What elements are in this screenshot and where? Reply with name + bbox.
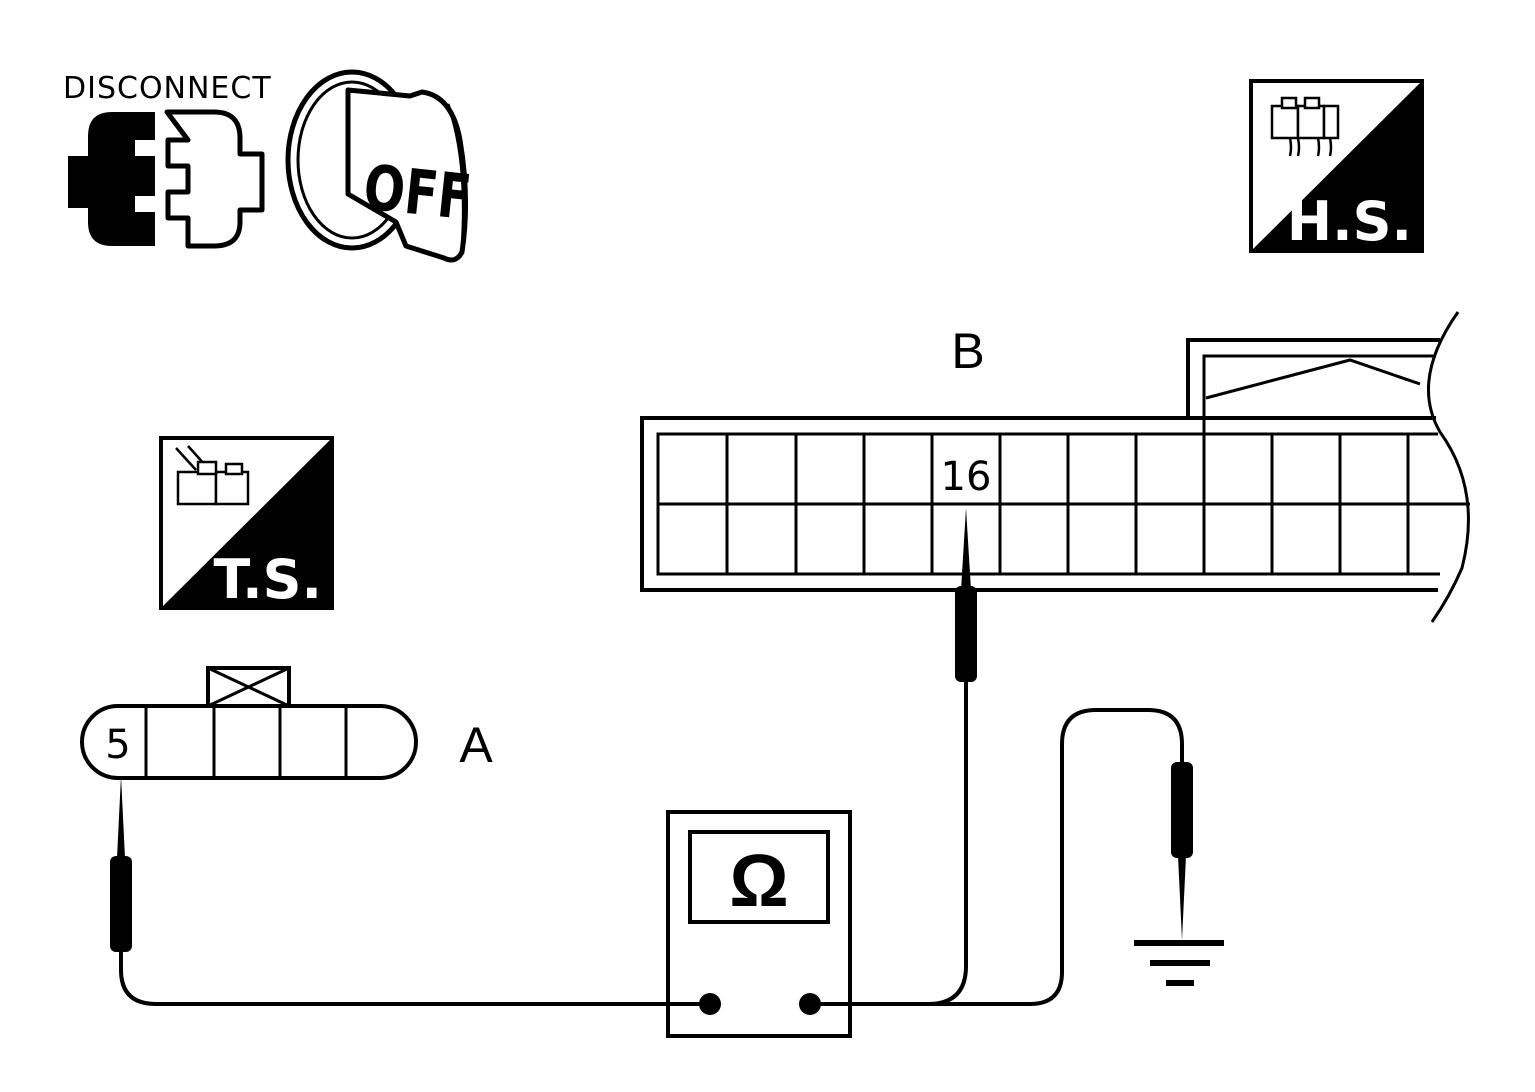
probe-leads bbox=[119, 678, 1184, 1006]
connector-b-label: B bbox=[951, 323, 984, 379]
lead-ground bbox=[898, 708, 1184, 1006]
connector-a-terminal-number: 5 bbox=[105, 722, 130, 768]
ohmmeter: Ω bbox=[666, 810, 852, 1038]
connector-a-label: A bbox=[459, 717, 493, 773]
plug-male-shape bbox=[68, 112, 155, 246]
harness-connector-icon bbox=[1270, 96, 1340, 157]
ohmmeter-display bbox=[688, 830, 830, 924]
plug-female-shape bbox=[164, 109, 265, 249]
probe-ground bbox=[1171, 762, 1193, 940]
connector-b-cavity-grid bbox=[658, 434, 1470, 574]
connector-a: A 5 bbox=[80, 666, 493, 780]
terminal-side-badge: T.S. bbox=[159, 436, 334, 611]
terminal-side-label: T.S. bbox=[213, 548, 322, 611]
disconnect-icon: DISCONNECT bbox=[63, 71, 272, 249]
ground-icon bbox=[1134, 940, 1224, 986]
meter-terminal-negative bbox=[699, 993, 721, 1015]
meter-terminal-positive bbox=[799, 993, 821, 1015]
harness-side-badge: H.S. bbox=[1249, 79, 1424, 253]
probe-a bbox=[110, 776, 132, 952]
terminal-connector-icon bbox=[175, 445, 250, 506]
ignition-key-off-icon: OFF bbox=[285, 69, 474, 263]
probe-b bbox=[955, 508, 977, 682]
harness-side-label: H.S. bbox=[1287, 190, 1412, 253]
connector-b: B 16 bbox=[640, 311, 1470, 623]
ohm-symbol: Ω bbox=[729, 839, 788, 922]
disconnect-label: DISCONNECT bbox=[63, 71, 272, 106]
lead-connector-a bbox=[119, 948, 702, 1006]
connector-b-terminal-number: 16 bbox=[941, 454, 992, 500]
ignition-off-label: OFF bbox=[360, 152, 474, 235]
